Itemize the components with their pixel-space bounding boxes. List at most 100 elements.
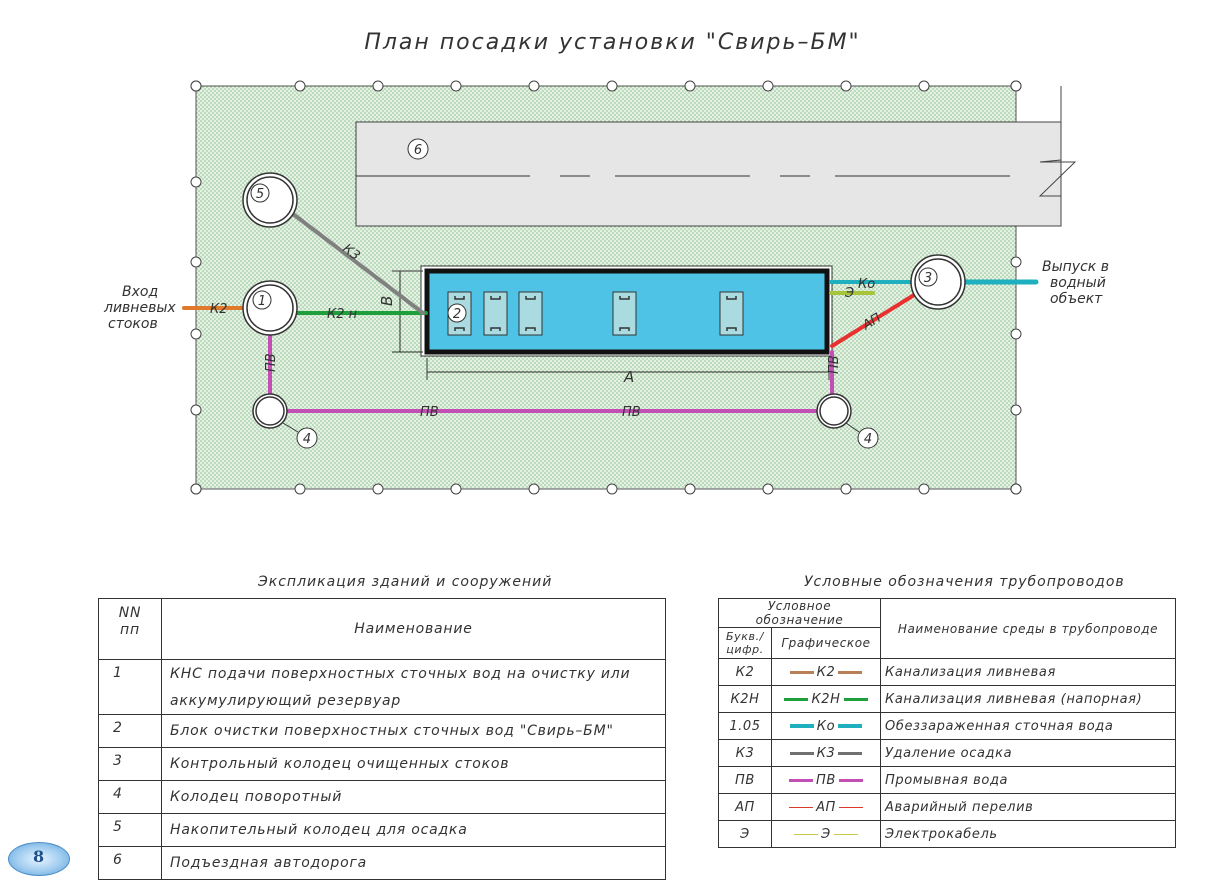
inlet-label-line3: стоков xyxy=(108,316,158,332)
label-e: Э xyxy=(844,286,854,301)
pipe-legend-table: Условное обозначение Наименование среды … xyxy=(718,598,1176,848)
fence-post xyxy=(1010,483,1022,495)
explication-num: 2 xyxy=(98,714,162,748)
site-plan: А В К2 К2 н К3 Ко Э АП ПВ ПВ ПВ ПВ xyxy=(103,80,1109,495)
explication-header-row: NN пп Наименование xyxy=(98,598,666,660)
legend-code: ПВ xyxy=(718,766,772,794)
explication-num: 6 xyxy=(98,846,162,880)
fence-post xyxy=(1010,404,1022,416)
legend-graphic: К2 xyxy=(771,658,881,686)
fence-post xyxy=(1010,256,1022,268)
explication-row: аккумулирующий резервуар xyxy=(99,687,666,715)
pipes xyxy=(182,212,1039,413)
explication-name: Блок очистки поверхностных сточных вод "… xyxy=(161,714,666,748)
legend-header-group: Условное обозначение xyxy=(718,598,881,628)
fence-post xyxy=(450,80,462,92)
marker-5: 5 xyxy=(256,187,264,202)
fence-post xyxy=(684,80,696,92)
legend-medium-name: Электрокабель xyxy=(880,820,1176,848)
legend-medium-name: Аварийный перелив xyxy=(880,793,1176,821)
fence-post xyxy=(1010,80,1022,92)
explication-name: Подъездная автодорога xyxy=(161,846,666,880)
outlet-label-line1: Выпуск в xyxy=(1042,259,1109,275)
fence-post xyxy=(528,80,540,92)
legend-code: 1.05 xyxy=(718,712,772,740)
marker-1: 1 xyxy=(258,294,266,309)
legend-header-graphic: Графическое xyxy=(771,627,881,659)
marker-6: 6 xyxy=(414,143,422,158)
legend-line-swatch xyxy=(789,724,814,728)
legend-line-swatch xyxy=(789,670,814,674)
legend-header-letter-2: цифр. xyxy=(726,643,764,656)
explication-num: 3 xyxy=(98,747,162,781)
explication-name: аккумулирующий резервуар xyxy=(161,687,666,715)
explication-header-num: NN пп xyxy=(98,598,162,660)
legend-line-swatch xyxy=(838,670,863,674)
legend-graphic: К3 xyxy=(771,739,881,767)
legend-graphic: АП xyxy=(771,793,881,821)
label-pv-mid1: ПВ xyxy=(420,405,439,420)
fence-post xyxy=(294,80,306,92)
fence-post xyxy=(762,80,774,92)
inlet-label-line2: ливневых xyxy=(103,300,176,316)
explication-title: Экспликация зданий и сооружений xyxy=(258,574,553,590)
legend-code: АП xyxy=(718,793,772,821)
label-pv-left: ПВ xyxy=(264,353,279,372)
legend-graphic: ПВ xyxy=(771,766,881,794)
explication-num: 5 xyxy=(98,813,162,847)
fence-post xyxy=(372,483,384,495)
page-number: 8 xyxy=(33,847,45,866)
legend-line-label: АП xyxy=(816,799,836,815)
label-k2n: К2 н xyxy=(327,307,358,322)
legend-line-label: К3 xyxy=(816,745,836,761)
legend-line-swatch xyxy=(838,778,863,782)
dimension-a-label: А xyxy=(623,368,634,386)
legend-line-label: К2Н xyxy=(811,691,841,707)
legend-row: АП АП Аварийный перелив xyxy=(718,793,1176,821)
fence-post xyxy=(190,256,202,268)
explication-name: Колодец поворотный xyxy=(161,780,666,814)
legend-code: К3 xyxy=(718,739,772,767)
legend-line-label: Ко xyxy=(816,718,836,734)
well-3 xyxy=(910,254,966,310)
legend-graphic: К2Н xyxy=(771,685,881,713)
legend-line-swatch xyxy=(843,697,868,701)
label-pv-right: ПВ xyxy=(827,355,842,374)
fence-post xyxy=(190,80,202,92)
legend-row: 1.05 Ко Обеззараженная сточная вода xyxy=(718,712,1176,740)
legend-line-swatch xyxy=(794,833,819,835)
legend-header-letter: Букв./ цифр. xyxy=(718,627,772,659)
fence-post xyxy=(1010,328,1022,340)
legend-code: Э xyxy=(718,820,772,848)
fence-post xyxy=(606,80,618,92)
fence-post xyxy=(294,483,306,495)
access-road xyxy=(355,86,1077,227)
label-pv-mid2: ПВ xyxy=(622,405,641,420)
outlet-label-line3: объект xyxy=(1050,291,1103,307)
header-num-line1: NN xyxy=(118,605,142,621)
legend-line-swatch xyxy=(833,833,858,835)
legend-title: Условные обозначения трубопроводов xyxy=(804,574,1125,590)
legend-line-label: К2 xyxy=(816,664,836,680)
well-5 xyxy=(242,172,298,228)
legend-medium-name: Обеззараженная сточная вода xyxy=(880,712,1176,740)
explication-num: 4 xyxy=(98,780,162,814)
legend-line-swatch xyxy=(838,724,863,728)
fence-post xyxy=(372,80,384,92)
legend-code: К2Н xyxy=(718,685,772,713)
label-ko: Ко xyxy=(858,277,875,292)
legend-medium-name: Канализация ливневая xyxy=(880,658,1176,686)
explication-name: Накопительный колодец для осадка xyxy=(161,813,666,847)
fence-post xyxy=(190,404,202,416)
well-4-right xyxy=(816,393,852,429)
plan-title: План посадки установки "Свирь–БМ" xyxy=(364,30,861,55)
fence-post xyxy=(190,483,202,495)
legend-line-swatch xyxy=(789,806,814,808)
